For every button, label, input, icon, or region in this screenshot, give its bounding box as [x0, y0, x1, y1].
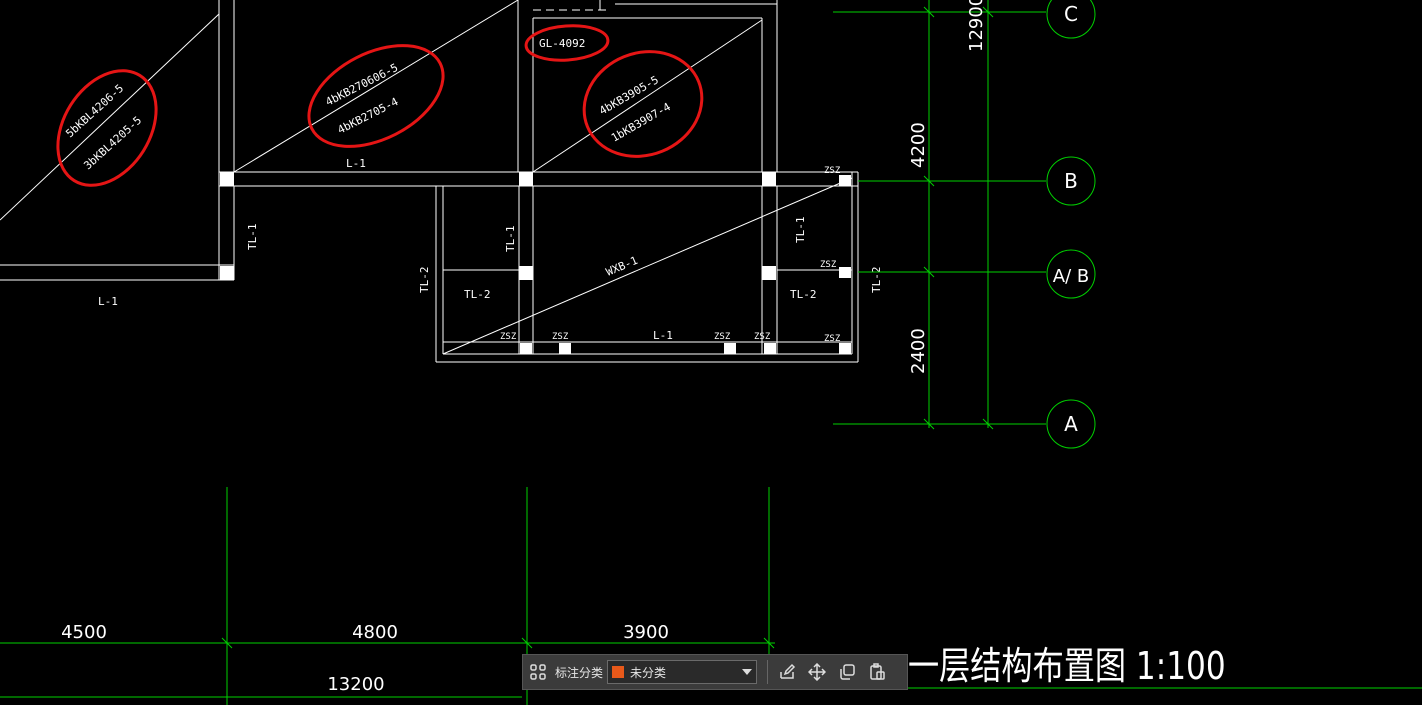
- annotation-category-select[interactable]: 未分类: [607, 660, 758, 684]
- red-markup: [56, 24, 704, 187]
- axis-labels: C B A/ B A: [1053, 2, 1089, 436]
- beam-label-l1-bottom: L-1: [653, 329, 673, 342]
- building-outline: [0, 0, 859, 363]
- beam-label-tl2-inner-right: TL-2: [790, 288, 817, 301]
- column-tag: ZSZ: [824, 334, 841, 344]
- edit-icon[interactable]: [774, 659, 800, 685]
- columns: [220, 172, 851, 354]
- dim-2400: 2400: [908, 328, 929, 374]
- dim-4800: 4800: [352, 622, 398, 643]
- dimension-labels: 12900 4200 2400 4500 4800 3900 13200: [61, 0, 987, 695]
- column-tags: ZSZ ZSZ ZSZ ZSZ ZSZ ZSZ ZSZ: [500, 166, 841, 344]
- column-tag: ZSZ: [500, 332, 517, 342]
- annotation-toolbar: 标注分类 未分类: [522, 654, 908, 690]
- beam-label-tl1-c: TL-1: [794, 217, 807, 244]
- copy-icon[interactable]: [834, 659, 860, 685]
- paste-icon[interactable]: [864, 659, 890, 685]
- column-tag: ZSZ: [824, 166, 841, 176]
- column-tag: ZSZ: [820, 260, 837, 270]
- beam-label-l1-top: L-1: [346, 157, 366, 170]
- dim-3900: 3900: [623, 622, 669, 643]
- chevron-down-icon: [742, 669, 753, 675]
- axis-label-c: C: [1064, 2, 1078, 26]
- move-icon[interactable]: [804, 659, 830, 685]
- lintel-label-gl: GL-4092: [539, 37, 585, 50]
- dim-13200: 13200: [327, 674, 384, 695]
- category-color-swatch: [612, 666, 625, 678]
- axis-label-b: B: [1064, 169, 1078, 193]
- annotation-category-label: 标注分类: [555, 665, 604, 680]
- slab-note-2b: 4bKB2705-4: [335, 95, 400, 137]
- slab-label-wxb: WXB-1: [604, 254, 640, 279]
- dim-12900: 12900: [966, 0, 987, 52]
- axis-label-ab: A/ B: [1053, 266, 1089, 287]
- column-tag: ZSZ: [552, 332, 569, 342]
- beam-label-tl1-a: TL-1: [246, 224, 259, 251]
- dim-4500: 4500: [61, 622, 107, 643]
- column-tag: ZSZ: [754, 332, 771, 342]
- column-tag: ZSZ: [714, 332, 731, 342]
- beam-label-tl2-inner-left: TL-2: [464, 288, 491, 301]
- beam-label-tl2-right: TL-2: [870, 267, 883, 294]
- dim-4200: 4200: [908, 122, 929, 168]
- beam-labels: L-1 L-1 L-1 TL-1 TL-1 TL-1 TL-2 TL-2 TL-…: [98, 37, 883, 342]
- beam-label-tl2-left: TL-2: [418, 267, 431, 294]
- beam-label-tl1-b: TL-1: [504, 226, 517, 253]
- grid-icon[interactable]: [525, 659, 551, 685]
- drawing-title: 一层结构布置图 1:100: [908, 645, 1226, 689]
- category-selected-value: 未分类: [630, 665, 667, 680]
- toolbar-divider: [767, 660, 769, 684]
- axis-label-a: A: [1064, 412, 1078, 436]
- beam-label-l1-left: L-1: [98, 295, 118, 308]
